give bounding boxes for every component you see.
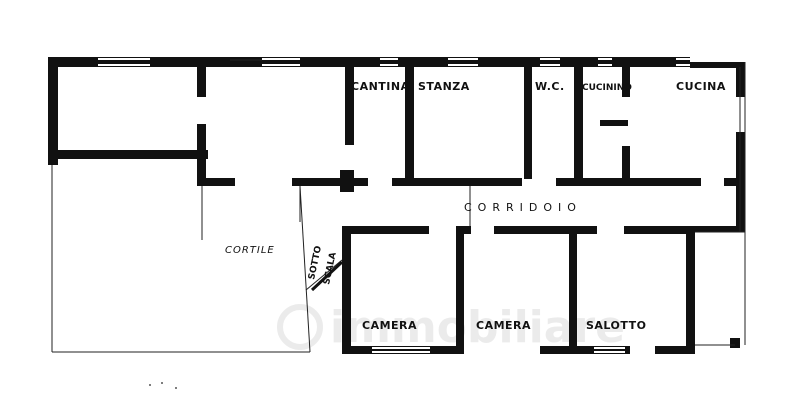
room-label-cortile: CORTILE xyxy=(225,245,275,256)
room-label-corridoio: CORRIDOIO xyxy=(464,201,582,214)
room-label-camera-2: CAMERA xyxy=(476,319,531,332)
windows-bottom xyxy=(372,347,625,353)
room-label-stanza: STANZA xyxy=(418,80,470,93)
stair-hatch xyxy=(310,260,344,292)
windows-top xyxy=(98,58,690,66)
scan-specks xyxy=(149,382,177,389)
room-label-camera-1: CAMERA xyxy=(362,319,417,332)
room-label-cucina: CUCINA xyxy=(676,80,726,93)
room-label-wc: W.C. xyxy=(535,80,565,93)
room-label-cantina: CANTINA xyxy=(351,80,410,93)
room-label-cucinino: CUCININO xyxy=(582,83,632,93)
room-label-salotto: SALOTTO xyxy=(586,319,647,332)
room-label-sotto: SOTTO xyxy=(307,245,324,281)
thin-lines xyxy=(51,59,746,353)
